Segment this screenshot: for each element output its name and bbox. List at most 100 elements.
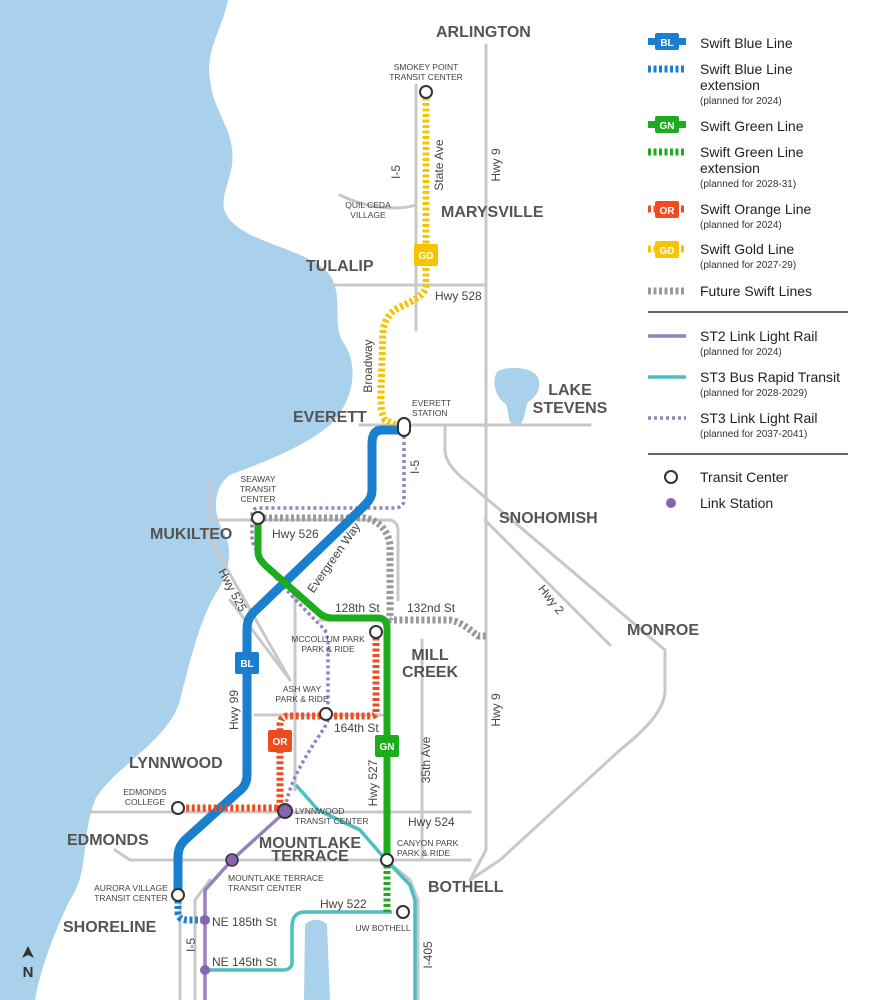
label-hwy528: Hwy 528 bbox=[435, 289, 482, 303]
city-labels: ARLINGTON MARYSVILLE TULALIP EVERETT LAK… bbox=[63, 24, 699, 936]
svg-text:(planned for 2028-2029): (planned for 2028-2029) bbox=[700, 388, 807, 399]
lake-stevens-water bbox=[494, 367, 540, 427]
label-hwy522: Hwy 522 bbox=[320, 897, 367, 911]
label-i405: I-405 bbox=[421, 941, 435, 969]
svg-text:Swift Orange Line: Swift Orange Line bbox=[700, 201, 811, 217]
puget-sound-water bbox=[0, 0, 353, 1000]
edmonds-college-marker[interactable] bbox=[171, 801, 185, 815]
label-quil-ceda-2: VILLAGE bbox=[350, 210, 386, 220]
svg-text:Transit Center: Transit Center bbox=[700, 469, 789, 485]
svg-text:(planned for 2024): (planned for 2024) bbox=[700, 96, 782, 107]
svg-text:OR: OR bbox=[660, 206, 676, 217]
label-ashway-2: PARK & RIDE bbox=[275, 694, 329, 704]
line-badges: GD BL GN OR bbox=[235, 244, 438, 757]
label-aurora-2: TRANSIT CENTER bbox=[94, 893, 168, 903]
city-lake-stevens-2: STEVENS bbox=[533, 400, 608, 417]
transit-center-icon bbox=[664, 470, 678, 484]
city-mukilteo: MUKILTEO bbox=[150, 526, 232, 543]
lynnwood-tc-marker[interactable] bbox=[277, 803, 293, 819]
label-128th: 128th St bbox=[335, 601, 380, 615]
road-hwy526 bbox=[208, 478, 400, 602]
svg-text:extension: extension bbox=[700, 77, 760, 93]
label-mccollum-2: PARK & RIDE bbox=[301, 644, 355, 654]
aurora-village-marker[interactable] bbox=[171, 888, 185, 902]
svg-text:ST2 Link Light Rail: ST2 Link Light Rail bbox=[700, 328, 818, 344]
svg-text:GD: GD bbox=[660, 246, 675, 257]
city-marysville: MARYSVILLE bbox=[441, 204, 544, 221]
orange-line bbox=[178, 632, 380, 812]
label-hwy99: Hwy 99 bbox=[227, 690, 241, 730]
svg-text:Future Swift Lines: Future Swift Lines bbox=[700, 283, 812, 299]
orange-line-badge: OR bbox=[268, 730, 292, 752]
svg-text:Swift Green Line: Swift Green Line bbox=[700, 118, 804, 134]
svg-text:BL: BL bbox=[240, 659, 253, 670]
svg-text:Swift Green Line: Swift Green Line bbox=[700, 144, 804, 160]
label-hwy524: Hwy 524 bbox=[408, 815, 455, 829]
label-i5-north: I-5 bbox=[389, 165, 403, 179]
city-bothell: BOTHELL bbox=[428, 879, 504, 896]
label-lynnwood-tc-2: TRANSIT CENTER bbox=[295, 816, 369, 826]
label-hwy9-south: Hwy 9 bbox=[489, 693, 503, 727]
svg-text:ST3 Link Light Rail: ST3 Link Light Rail bbox=[700, 410, 818, 426]
legend-item-blue: BL Swift Blue Line bbox=[648, 33, 793, 51]
link-station-icon bbox=[666, 498, 676, 508]
svg-text:(planned for 2024): (planned for 2024) bbox=[700, 220, 782, 231]
svg-text:OR: OR bbox=[273, 737, 289, 748]
label-lynnwood-tc-1: LYNNWOOD bbox=[295, 806, 344, 816]
label-mlt-tc-2: TRANSIT CENTER bbox=[228, 883, 302, 893]
smokey-point-tc-marker[interactable] bbox=[419, 85, 433, 99]
blue-line bbox=[173, 425, 404, 895]
label-i5-south: I-5 bbox=[184, 938, 198, 952]
mccollum-park-marker[interactable] bbox=[369, 625, 383, 639]
label-hwy527: Hwy 527 bbox=[366, 759, 380, 806]
st3-brt-522 bbox=[205, 910, 392, 972]
label-uw-bothell: UW BOTHELL bbox=[355, 923, 411, 933]
label-state-ave: State Ave bbox=[432, 139, 446, 190]
city-monroe: MONROE bbox=[627, 622, 699, 639]
label-canyon-park-2: PARK & RIDE bbox=[397, 848, 451, 858]
svg-text:ST3 Bus Rapid Transit: ST3 Bus Rapid Transit bbox=[700, 369, 840, 385]
ne145-station-marker[interactable] bbox=[200, 965, 210, 975]
road-hwy525 bbox=[203, 528, 292, 682]
ne185-station-marker[interactable] bbox=[200, 915, 210, 925]
svg-text:(planned for 2024): (planned for 2024) bbox=[700, 347, 782, 358]
city-lake-stevens-1: LAKE bbox=[548, 382, 592, 399]
label-mccollum-1: McCOLLUM PARK bbox=[291, 634, 365, 644]
city-mountlake-terrace-2: TERRACE bbox=[271, 848, 349, 865]
everett-station-marker[interactable] bbox=[397, 417, 411, 437]
label-35th: 35th Ave bbox=[419, 736, 433, 783]
city-edmonds: EDMONDS bbox=[67, 832, 149, 849]
svg-text:BL: BL bbox=[660, 38, 673, 49]
lake-washington-water bbox=[304, 919, 330, 1000]
future-swift-526 bbox=[258, 514, 486, 640]
label-164th: 164th St bbox=[334, 721, 379, 735]
mountlake-terrace-marker[interactable] bbox=[225, 853, 239, 867]
station-labels: SMOKEY POINT TRANSIT CENTER QUIL CEDA VI… bbox=[94, 62, 463, 933]
canyon-park-marker[interactable] bbox=[380, 853, 394, 867]
label-ashway-1: ASH WAY bbox=[283, 684, 322, 694]
ash-way-marker[interactable] bbox=[319, 707, 333, 721]
svg-text:GD: GD bbox=[419, 251, 434, 262]
city-mountlake-terrace-1: MOUNTLAKE bbox=[259, 835, 362, 852]
label-hwy2: Hwy 2 bbox=[535, 582, 567, 617]
transit-lines bbox=[173, 92, 486, 1000]
legend-item-st2: ST2 Link Light Rail (planned for 2024) bbox=[648, 328, 818, 358]
label-broadway: Broadway bbox=[361, 339, 375, 392]
label-seaway-3: CENTER bbox=[241, 494, 276, 504]
legend-separators bbox=[648, 311, 848, 455]
seaway-tc-marker[interactable] bbox=[251, 511, 265, 525]
road-hwy2 bbox=[443, 423, 667, 882]
st2-link-line bbox=[203, 810, 287, 1000]
legend-item-transit-center: Transit Center bbox=[664, 469, 789, 485]
label-hwy525: Hwy 525 bbox=[215, 566, 249, 614]
city-lynnwood: LYNNWOOD bbox=[129, 755, 223, 772]
uw-bothell-marker[interactable] bbox=[396, 905, 410, 919]
legend-item-link-station: Link Station bbox=[666, 495, 773, 511]
label-edmonds-college-1: EDMONDS bbox=[123, 787, 167, 797]
gold-line bbox=[377, 92, 430, 430]
legend-item-st3-brt: ST3 Bus Rapid Transit (planned for 2028-… bbox=[648, 369, 840, 399]
label-seaway-2: TRANSIT bbox=[240, 484, 276, 494]
label-quil-ceda-1: QUIL CEDA bbox=[345, 200, 391, 210]
station-markers bbox=[171, 85, 433, 975]
